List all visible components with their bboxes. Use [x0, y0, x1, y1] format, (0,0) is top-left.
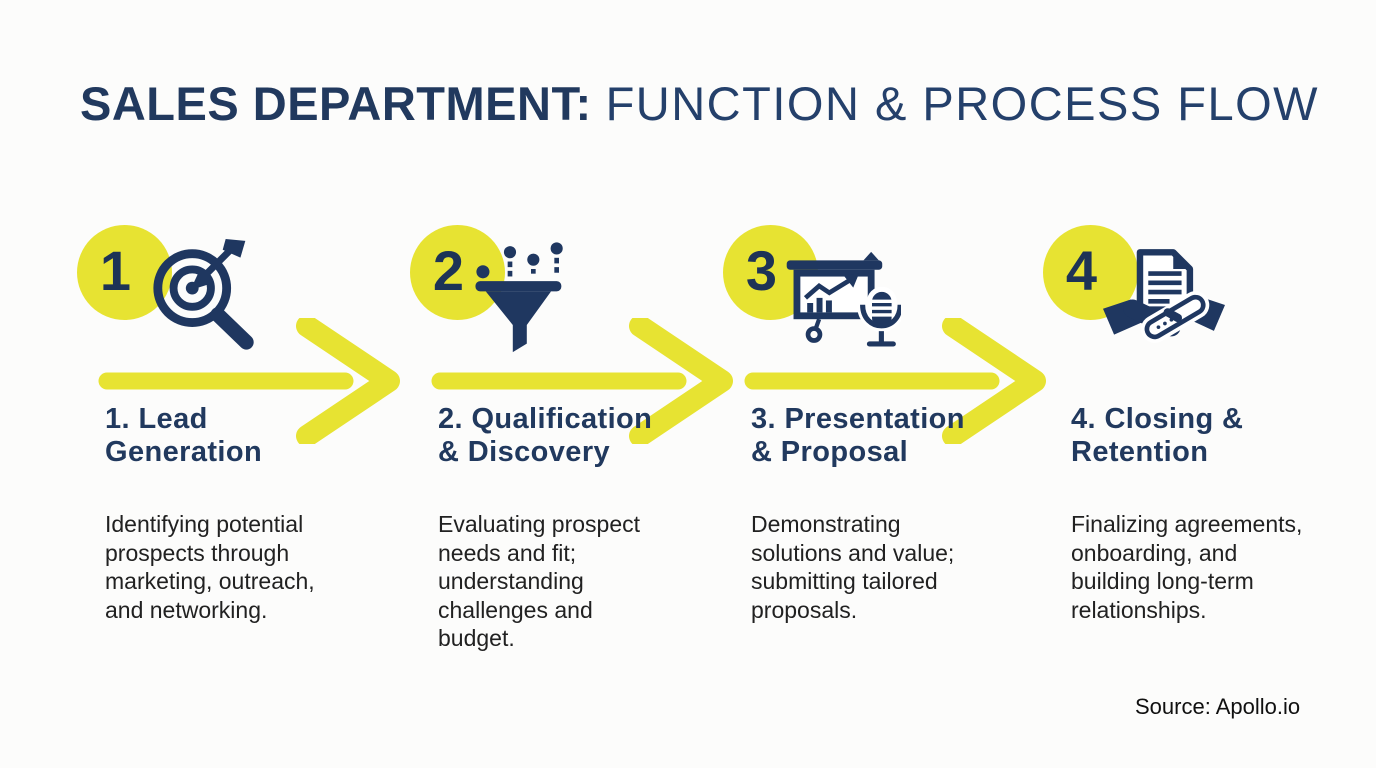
step-1-description: Identifying potential prospects through …: [105, 511, 315, 623]
step-2-heading-line1: 2. Qualification: [438, 403, 653, 435]
step-3-heading-line1: 3. Presentation: [751, 403, 965, 435]
document-handshake-icon: [1103, 249, 1225, 343]
source-credit: Source: Apollo.io: [1135, 694, 1301, 719]
step-1-heading-line2: Generation: [105, 436, 263, 468]
step-4-number-badge: 4: [1043, 225, 1138, 320]
step-3-description: Demonstrating solutions and value; submi…: [751, 511, 955, 623]
step-4-heading: 4. Closing & Retention: [1071, 403, 1243, 469]
step-4-heading-line1: 4. Closing &: [1071, 403, 1244, 435]
step-2-heading-line2: & Discovery: [438, 436, 611, 468]
step-3-presentation-proposal: 3 3. Presentation: [721, 225, 1051, 655]
step-1-number-badge: 1: [77, 225, 172, 320]
step-2-qualification-discovery: 2 2. Qualification & Discovery: [408, 225, 738, 655]
funnel-leads-icon: [475, 242, 563, 353]
step-1-lead-generation: 1 1. Lead Generation Identifying potenti…: [75, 225, 405, 655]
arrow-right-icon: [98, 318, 400, 444]
step-3-heading-line2: & Proposal: [751, 436, 909, 468]
step-4-number: 4: [1065, 239, 1098, 302]
page-title-light: FUNCTION & PROCESS FLOW: [605, 77, 1320, 130]
arrow-right-icon: [431, 318, 733, 444]
step-4-heading-line2: Retention: [1071, 436, 1209, 468]
presentation-chart-mic-icon: [786, 251, 901, 347]
step-3-number: 3: [745, 239, 778, 302]
step-4-description: Finalizing agreements, onboarding, and b…: [1071, 511, 1303, 623]
arrow-right-icon: [744, 318, 1046, 444]
step-1-heading: 1. Lead Generation: [105, 403, 262, 469]
page-title-bold: SALES DEPARTMENT:: [80, 77, 592, 130]
step-3-heading: 3. Presentation & Proposal: [751, 403, 965, 469]
step-2-number: 2: [432, 239, 465, 302]
step-4-closing-retention: 4 4. Closing & Retention Finalizing agre…: [1041, 225, 1371, 655]
target-magnifier-icon: [153, 238, 254, 350]
step-1-heading-line1: 1. Lead: [105, 403, 208, 435]
step-2-heading: 2. Qualification & Discovery: [438, 403, 652, 469]
page-title: SALES DEPARTMENT:FUNCTION & PROCESS FLOW: [80, 80, 1319, 127]
step-2-description: Evaluating prospect needs and fit; under…: [438, 511, 641, 651]
step-1-number: 1: [99, 239, 132, 302]
